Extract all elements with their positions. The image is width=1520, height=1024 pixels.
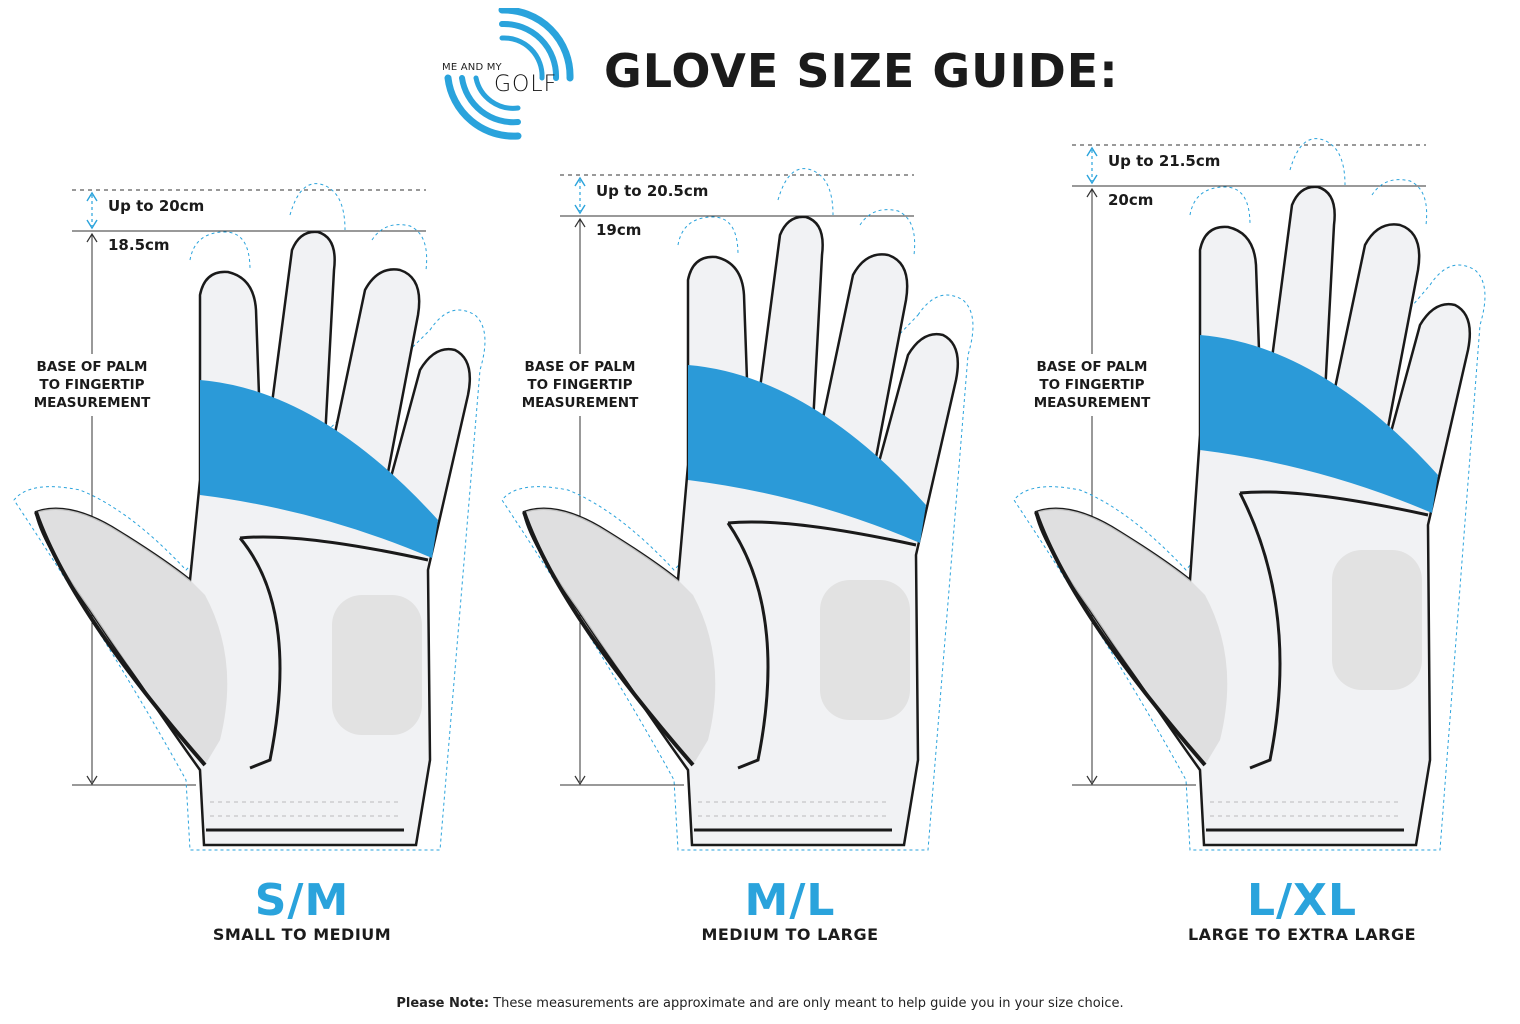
- lower-measure-label: 20cm: [1108, 191, 1154, 209]
- dotted-outline: [13, 183, 486, 851]
- glove-body: [1034, 185, 1472, 847]
- measurement-description: BASE OF PALM TO FINGERTIP MEASUREMENT: [1017, 354, 1167, 416]
- size-panel-sm: Up to 20cm 18.5cm BASE OF PALM TO FINGER…: [0, 140, 520, 960]
- glove-illustration: [501, 168, 974, 851]
- glove-body: [34, 230, 472, 847]
- measurement-line-2: TO FINGERTIP: [1039, 377, 1145, 393]
- glove-body: [522, 215, 960, 847]
- size-code: M/L: [744, 875, 836, 926]
- dotted-outline: [1013, 138, 1486, 851]
- size-panel-ml: Up to 20.5cm 19cm BASE OF PALM TO FINGER…: [488, 140, 1008, 960]
- footnote-text: These measurements are approximate and a…: [489, 996, 1124, 1011]
- measurement-line-1: BASE OF PALM: [1036, 359, 1148, 375]
- logo-text-small: ME AND MY: [442, 62, 502, 73]
- measurement-line-1: BASE OF PALM: [524, 359, 636, 375]
- logo-text-big: GOLF: [494, 72, 558, 97]
- measure-lines: [1072, 144, 1426, 786]
- upper-measure-label: Up to 20cm: [108, 197, 205, 215]
- size-code: L/XL: [1246, 875, 1358, 926]
- measurement-line-3: MEASUREMENT: [1033, 395, 1151, 411]
- measure-lines: [560, 174, 914, 786]
- glove-illustration: [1013, 138, 1486, 851]
- measurement-line-3: MEASUREMENT: [33, 395, 151, 411]
- signal-arcs-icon: [444, 6, 574, 140]
- brand-logo: ME AND MY GOLF: [438, 6, 578, 140]
- size-name: LARGE TO EXTRA LARGE: [1187, 925, 1417, 944]
- measurement-line-3: MEASUREMENT: [521, 395, 639, 411]
- footnote-prefix: Please Note:: [396, 996, 490, 1011]
- page-title: GLOVE SIZE GUIDE:: [604, 44, 1119, 98]
- size-name: MEDIUM TO LARGE: [701, 925, 879, 944]
- dotted-outline: [501, 168, 974, 851]
- footnote: Please Note: These measurements are appr…: [0, 996, 1520, 1011]
- measurement-description: BASE OF PALM TO FINGERTIP MEASUREMENT: [505, 354, 655, 416]
- measurement-line-2: TO FINGERTIP: [527, 377, 633, 393]
- measure-lines: [72, 189, 426, 786]
- lower-measure-label: 18.5cm: [108, 236, 170, 254]
- glove-illustration: [13, 183, 486, 851]
- size-code: S/M: [254, 875, 350, 926]
- size-panel-lxl: Up to 21.5cm 20cm BASE OF PALM TO FINGER…: [1000, 138, 1520, 960]
- size-name: SMALL TO MEDIUM: [212, 925, 392, 944]
- measurement-line-1: BASE OF PALM: [36, 359, 148, 375]
- measurement-line-2: TO FINGERTIP: [39, 377, 145, 393]
- upper-measure-label: Up to 20.5cm: [596, 182, 709, 200]
- upper-measure-label: Up to 21.5cm: [1108, 152, 1221, 170]
- measurement-description: BASE OF PALM TO FINGERTIP MEASUREMENT: [17, 354, 167, 416]
- lower-measure-label: 19cm: [596, 221, 642, 239]
